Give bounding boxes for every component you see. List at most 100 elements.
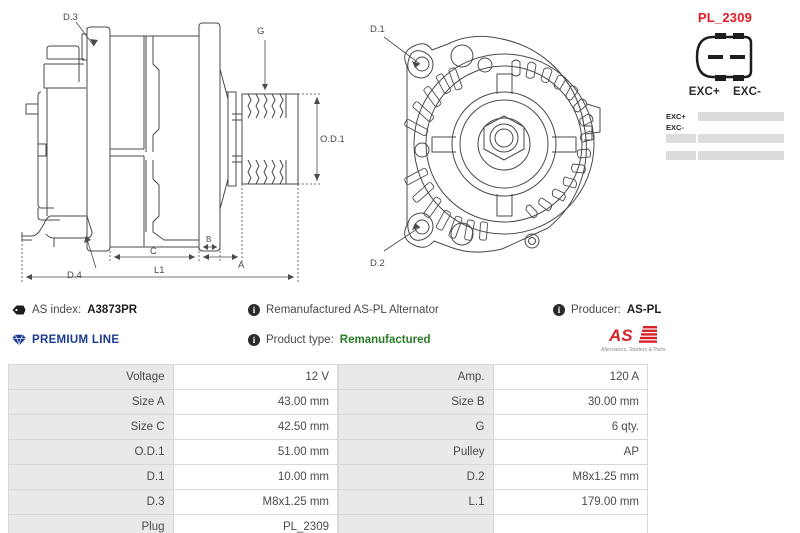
- spec-value: [492, 514, 648, 533]
- spec-key: [338, 514, 494, 533]
- plug-row-bar: [698, 123, 784, 132]
- table-row: Plug PL_2309: [8, 514, 338, 533]
- plug-panel: PL_2309 EXC+ EXC- EXC+ EXC-: [655, 6, 795, 181]
- plug-pin-exc-plus: EXC+: [688, 86, 720, 98]
- product-type-line: i Product type: Remanufactured: [248, 330, 548, 350]
- technical-drawings: D.3 G O.D.1 D.4 C B A L1: [21, 12, 601, 282]
- spec-value: 42.50 mm: [172, 414, 338, 440]
- producer-value: AS-PL: [626, 304, 662, 316]
- premium-line-label: PREMIUM LINE: [32, 334, 120, 346]
- spec-value: 51.00 mm: [172, 439, 338, 465]
- table-row: [338, 514, 648, 533]
- producer-line: i Producer: AS-PL: [553, 300, 793, 320]
- spec-value: 12 V: [172, 364, 338, 390]
- as-index-value: A3873PR: [87, 304, 138, 316]
- alternator-side-view-drawing: D.3 G O.D.1 D.4 C B A L1: [21, 12, 344, 282]
- spec-table-left: Voltage 12 V Size A 43.00 mm Size C 42.5…: [8, 364, 338, 533]
- table-row: G 6 qty.: [338, 414, 648, 440]
- spec-value: 120 A: [492, 364, 648, 390]
- plug-detail-spacer: [666, 145, 784, 149]
- spec-key: D.1: [8, 464, 174, 490]
- product-description: Remanufactured AS-PL Alternator: [266, 304, 439, 316]
- spec-key: Amp.: [338, 364, 494, 390]
- spec-key: Size B: [338, 389, 494, 415]
- plug-row-bar: [698, 134, 784, 143]
- spec-table-right: Amp. 120 A Size B 30.00 mm G 6 qty. Pull…: [338, 364, 648, 533]
- premium-line-badge: PREMIUM LINE: [12, 330, 242, 350]
- plug-row-bar: [698, 112, 784, 121]
- info-column-description: i Remanufactured AS-PL Alternator i Prod…: [248, 300, 548, 350]
- spec-key: Size A: [8, 389, 174, 415]
- logo-wordmark: AS: [608, 326, 633, 345]
- description-line: i Remanufactured AS-PL Alternator: [248, 300, 548, 320]
- side-label-c: C: [150, 246, 157, 257]
- side-label-b: B: [206, 235, 211, 244]
- tag-icon: [12, 305, 26, 315]
- plug-row-label: EXC+: [666, 112, 686, 121]
- plug-spacer-cell: [666, 145, 696, 149]
- spec-value: AP: [492, 439, 648, 465]
- plug-spacer-cell: [698, 145, 784, 149]
- table-row: Voltage 12 V: [8, 364, 338, 390]
- table-row: O.D.1 51.00 mm: [8, 439, 338, 465]
- as-index-label: AS index:: [32, 304, 82, 316]
- front-label-d1: D.1: [370, 24, 385, 35]
- side-label-d3: D.3: [63, 12, 78, 23]
- table-row: D.3 M8x1.25 mm: [8, 489, 338, 515]
- front-label-d2: D.2: [370, 258, 385, 269]
- plug-pin-exc-minus: EXC-: [732, 86, 762, 98]
- alternator-front-view-drawing: D.1 D.2: [370, 24, 601, 269]
- side-label-l1: L1: [154, 265, 165, 276]
- plug-detail-table: EXC+ EXC-: [664, 110, 786, 162]
- spec-key: Plug: [8, 514, 174, 533]
- spec-value: 10.00 mm: [172, 464, 338, 490]
- spec-value: PL_2309: [172, 514, 338, 533]
- plug-detail-row: [666, 151, 784, 160]
- info-column-producer: i Producer: AS-PL AS Alternators, Starte…: [553, 300, 793, 359]
- info-column-index: AS index: A3873PR PREMIUM LINE: [12, 300, 242, 350]
- table-row: Size C 42.50 mm: [8, 414, 338, 440]
- plug-title: PL_2309: [697, 10, 753, 25]
- specification-tables: Voltage 12 V Size A 43.00 mm Size C 42.5…: [8, 364, 648, 533]
- info-icon: i: [248, 334, 260, 346]
- spec-value: 6 qty.: [492, 414, 648, 440]
- spec-key: D.2: [338, 464, 494, 490]
- side-label-od1: O.D.1: [320, 134, 344, 145]
- product-type-value: Remanufactured: [339, 334, 431, 346]
- table-row: Size B 30.00 mm: [338, 389, 648, 415]
- table-row: Size A 43.00 mm: [8, 389, 338, 415]
- spec-value: M8x1.25 mm: [172, 489, 338, 515]
- plug-pin-labels: EXC+ EXC-: [655, 86, 795, 98]
- spec-key: L.1: [338, 489, 494, 515]
- side-label-g: G: [257, 26, 264, 37]
- table-row: L.1 179.00 mm: [338, 489, 648, 515]
- logo-tagline: Alternators, Starters & Parts: [601, 347, 666, 353]
- as-pl-logo-icon: AS Alternators, Starters & Parts: [601, 326, 666, 353]
- spec-key: Pulley: [338, 439, 494, 465]
- producer-label: Producer:: [571, 304, 621, 316]
- as-index-line: AS index: A3873PR: [12, 300, 242, 320]
- spec-key: G: [338, 414, 494, 440]
- spec-value: 179.00 mm: [492, 489, 648, 515]
- spec-value: 30.00 mm: [492, 389, 648, 415]
- plug-detail-row: EXC+: [666, 112, 784, 121]
- side-label-a: A: [238, 260, 245, 271]
- plug-row-label: EXC-: [666, 123, 684, 132]
- table-row: Amp. 120 A: [338, 364, 648, 390]
- spec-value: 43.00 mm: [172, 389, 338, 415]
- spec-key: D.3: [8, 489, 174, 515]
- product-info-bar: AS index: A3873PR PREMIUM LINE i Remanuf…: [0, 300, 800, 362]
- plug-row-label: [666, 151, 696, 160]
- info-icon: i: [248, 304, 260, 316]
- plug-detail-row: [666, 134, 784, 143]
- table-row: Pulley AP: [338, 439, 648, 465]
- spec-key: Size C: [8, 414, 174, 440]
- diamond-icon: [12, 334, 26, 346]
- spec-key: Voltage: [8, 364, 174, 390]
- table-row: D.1 10.00 mm: [8, 464, 338, 490]
- info-icon: i: [553, 304, 565, 316]
- spec-key: O.D.1: [8, 439, 174, 465]
- plug-row-label: [666, 134, 696, 143]
- connector-plug-icon: [695, 33, 753, 81]
